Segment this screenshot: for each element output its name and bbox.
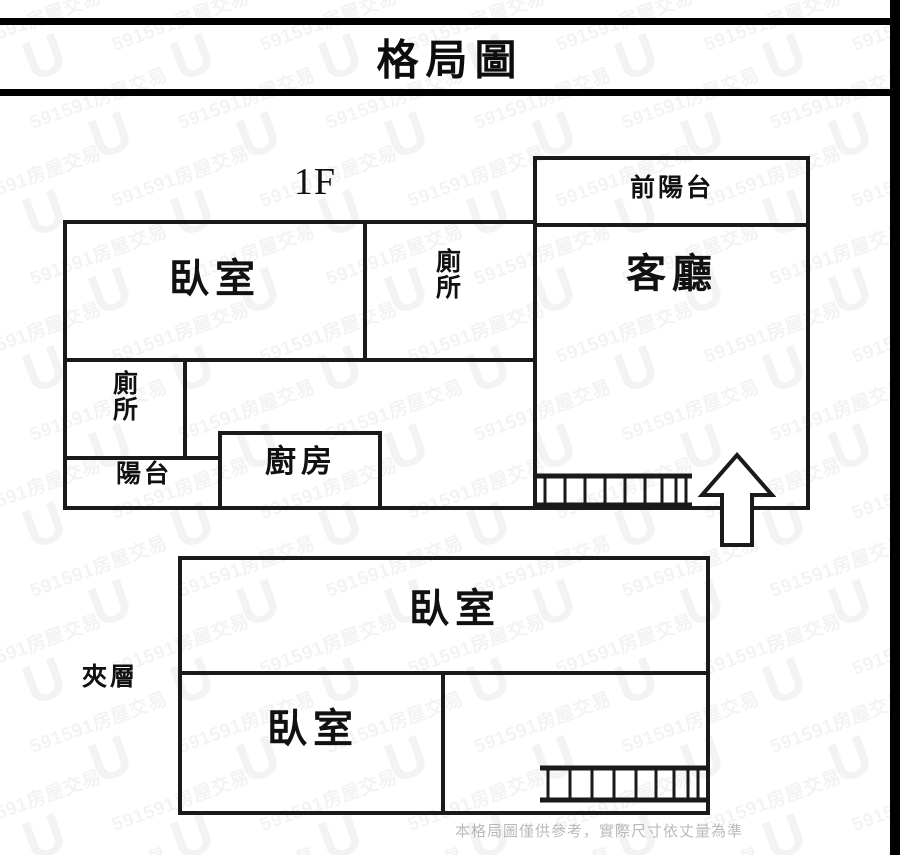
page-rail-right [890,0,900,855]
disclaimer-note: 本格局圖僅供參考，實際尺寸依丈量為準 [455,823,744,840]
room-label-balcony-1f-rear: 陽台 [115,461,172,488]
room-label-kitchen-1f: 廚房 [265,444,337,479]
floor-level-label-mezzanine: 夾層 [81,664,138,691]
stairs-mezzanine [540,765,706,803]
title-band: 格局圖 [0,18,900,96]
wall-right-wing-outline [533,156,810,510]
room-label-balcony-1f-front: 前陽台 [629,175,714,202]
entry-arrow-icon [697,451,777,547]
floor-level-label-1f: 1F [293,161,337,203]
stairs-1f [537,473,692,508]
room-label-bedroom-1f-main: 臥室 [169,256,261,301]
floor-1f-group [63,156,810,547]
page-title: 格局圖 [376,38,524,85]
room-label-bedroom-mez-lower: 臥室 [267,706,359,751]
room-label-toilet-1f-rear: 廁 所 [112,371,141,425]
room-label-living-room-1f: 客廳 [626,251,718,296]
room-label-toilet-1f-mid: 廁 所 [435,249,464,303]
wall-kitchen-outline [218,431,382,510]
room-label-bedroom-mez-upper: 臥室 [409,586,501,631]
floor-mezzanine-group [178,556,710,815]
